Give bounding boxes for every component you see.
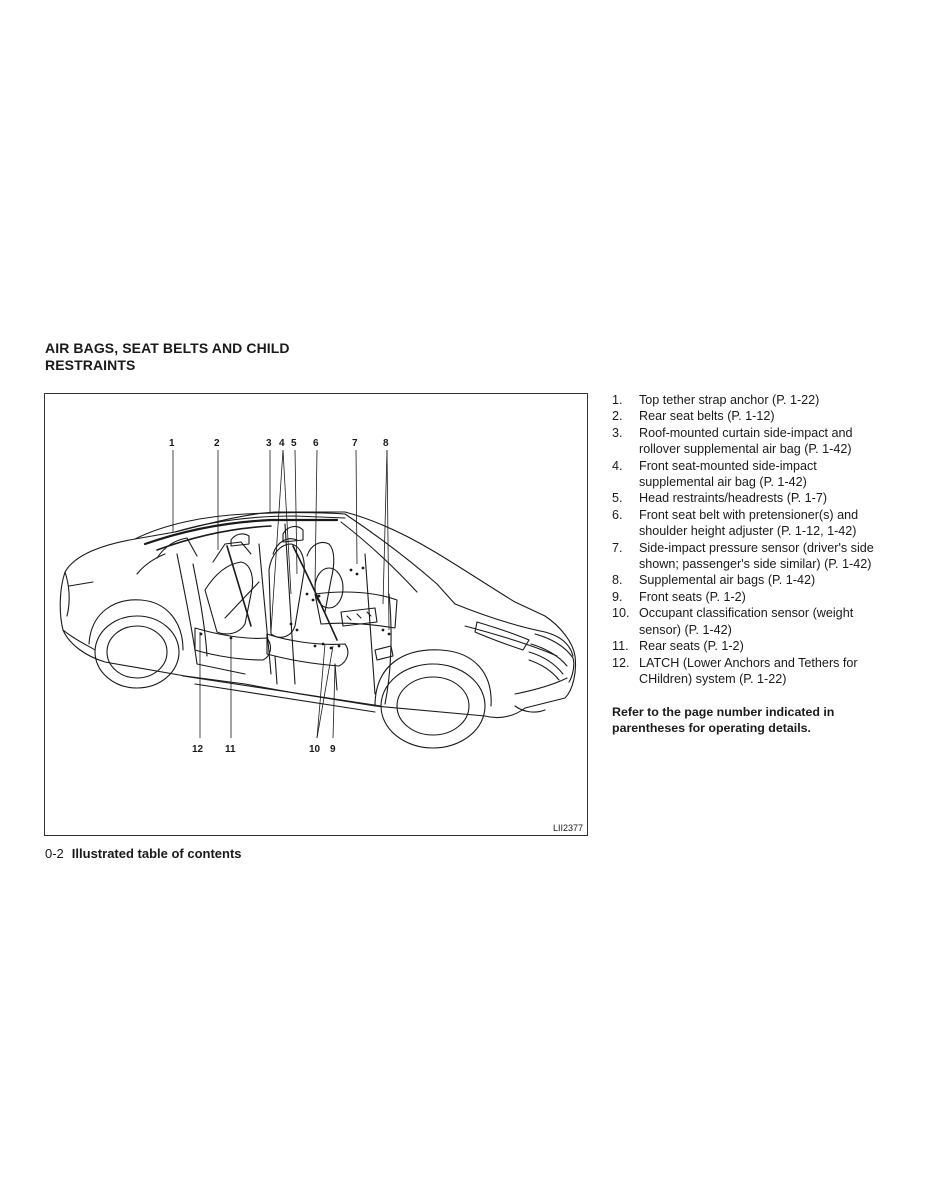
legend-text: Roof-mounted curtain side-impact and rol… <box>639 425 853 457</box>
legend-text: Rear seats (P. 1-2) <box>639 639 744 654</box>
legend-item: 3. Roof-mounted curtain side-impact and r… <box>612 425 882 458</box>
figure-code: LII2377 <box>552 823 583 833</box>
legend-item: 8. Supplemental air bags (P. 1-42) <box>612 572 882 588</box>
callout-6: 6 <box>313 438 319 449</box>
legend-number: 12. <box>612 655 630 670</box>
legend-item: 1. Top tether strap anchor (P. 1-22) <box>612 392 882 408</box>
legend-number: 9. <box>612 589 623 604</box>
page-number: 0-2 <box>45 846 64 861</box>
page-footer: 0-2 Illustrated table of contents <box>45 846 242 862</box>
legend-item: 11. Rear seats (P. 1-2) <box>612 638 882 654</box>
callout-11: 11 <box>225 744 236 755</box>
callout-4: 4 <box>279 438 285 449</box>
legend-number: 8. <box>612 573 623 588</box>
callout-7: 7 <box>352 438 358 449</box>
legend-item: 4. Front seat-mounted side-impact supplem… <box>612 458 882 491</box>
legend-text: Top tether strap anchor (P. 1-22) <box>639 393 820 407</box>
legend-number: 7. <box>612 540 623 555</box>
callout-12: 12 <box>192 744 204 755</box>
legend-text: Front seat belt with pretensioner(s) and… <box>639 507 859 539</box>
callout-1: 1 <box>169 438 175 449</box>
callout-8: 8 <box>383 438 389 449</box>
car-illustration-figure: 1 2 3 4 5 6 7 8 12 11 10 9 LII2377 <box>44 393 588 836</box>
chapter-title: Illustrated table of contents <box>71 846 242 861</box>
callout-3: 3 <box>266 438 272 449</box>
legend-text: Rear seat belts (P. 1-12) <box>639 409 775 424</box>
legend-text: Front seats (P. 1-2) <box>639 589 746 604</box>
page-reference-note: Refer to the page number indicated in pa… <box>612 705 835 736</box>
legend-text: Front seat-mounted side-impact supplemen… <box>639 458 817 490</box>
legend-number: 1. <box>612 393 623 407</box>
legend-item: 7. Side-impact pressure sensor (driver's … <box>612 540 882 573</box>
callout-5: 5 <box>291 438 297 449</box>
legend-item: 12. LATCH (Lower Anchors and Tethers for … <box>612 655 882 688</box>
callout-2: 2 <box>214 438 220 449</box>
legend-item: 9. Front seats (P. 1-2) <box>612 589 882 605</box>
legend-item: 5. Head restraints/headrests (P. 1-7) <box>612 490 882 506</box>
callout-legend: 1. Top tether strap anchor (P. 1-22) 2. Re… <box>612 392 882 687</box>
legend-text: Side-impact pressure sensor (driver's si… <box>639 540 874 572</box>
legend-number: 2. <box>612 409 623 424</box>
legend-item: 6. Front seat belt with pretensioner(s) a… <box>612 507 882 540</box>
legend-number: 4. <box>612 458 623 473</box>
legend-text: Occupant classification sensor (weight s… <box>639 606 854 637</box>
legend-text: Supplemental air bags (P. 1-42) <box>639 573 816 588</box>
legend-number: 10. <box>612 606 630 621</box>
callout-10: 10 <box>309 744 321 755</box>
section-title: AIR BAGS, SEAT BELTS AND CHILD RESTRAINT… <box>45 340 290 373</box>
legend-number: 5. <box>612 491 623 506</box>
legend-text: Head restraints/headrests (P. 1-7) <box>639 491 828 506</box>
car-illustration: 1 2 3 4 5 6 7 8 12 11 10 9 <box>59 438 577 755</box>
legend-number: 11. <box>612 639 629 654</box>
legend-text: LATCH (Lower Anchors and Tethers for CHi… <box>639 655 858 686</box>
legend-item: 2. Rear seat belts (P. 1-12) <box>612 408 882 424</box>
callout-9: 9 <box>330 744 336 755</box>
legend-number: 3. <box>612 425 623 440</box>
legend-item: 10. Occupant classification sensor (weigh… <box>612 605 882 638</box>
legend-number: 6. <box>612 507 623 522</box>
